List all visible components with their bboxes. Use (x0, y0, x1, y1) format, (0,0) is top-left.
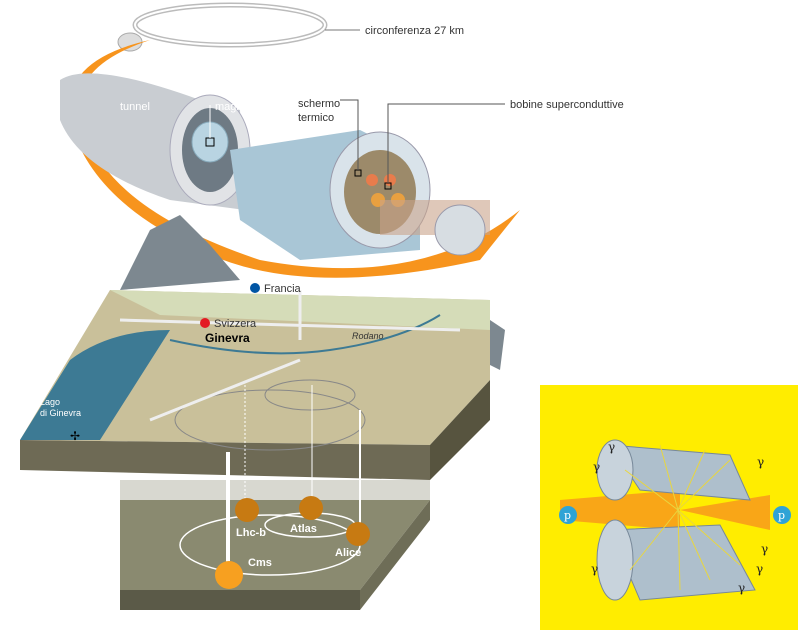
label-magnets: magneti (215, 101, 254, 113)
north-arrow-icon: ✢ (70, 429, 80, 443)
svg-text:p: p (564, 509, 571, 522)
svg-text:Alice: Alice (335, 547, 361, 559)
beam-sweep (69, 40, 520, 278)
label-switzerland: Svizzera (214, 318, 257, 330)
magnet-cross-section (230, 130, 490, 260)
leader-line (387, 103, 505, 183)
experiment-atlas[interactable]: Atlas (290, 496, 323, 535)
gamma-label: γ (761, 542, 768, 556)
svg-text:Atlas: Atlas (290, 523, 317, 535)
detector-inset (540, 385, 798, 630)
label-coils: bobine superconduttive (510, 99, 624, 111)
experiment-lhc-b[interactable]: Lhc-b (235, 498, 266, 539)
svg-text:Lhc-b: Lhc-b (236, 527, 266, 539)
label-geneva: Ginevra (205, 331, 250, 345)
swiss-flag-icon (200, 318, 210, 328)
label-lake-line1: Lago (40, 397, 60, 407)
mountain (120, 215, 240, 290)
terrain-map (20, 290, 490, 480)
label-rhone: Rodano (352, 331, 384, 341)
label-thermal-shield-line1: schermo (298, 98, 340, 110)
gamma-label: γ (593, 460, 600, 474)
proton-right: p (773, 506, 791, 524)
gamma-label: γ (738, 581, 745, 595)
label-tunnel: tunnel (120, 101, 150, 113)
label-thermal-shield-line2: termico (298, 112, 334, 124)
label-circumference: circonferenza 27 km (365, 25, 464, 37)
gamma-label: γ (756, 562, 763, 576)
svg-text:p: p (778, 509, 785, 522)
gamma-label: γ (591, 562, 598, 576)
leader-line (340, 99, 359, 170)
experiment-alice[interactable]: Alice (335, 522, 370, 559)
underground-level (120, 385, 430, 610)
proton-left: p (559, 506, 577, 524)
label-lake-line2: di Ginevra (40, 408, 81, 418)
ring-outline (117, 2, 328, 52)
experiment-cms[interactable]: Cms (215, 557, 272, 589)
svg-text:Cms: Cms (248, 557, 272, 569)
gamma-label: γ (608, 440, 615, 454)
label-france: Francia (264, 283, 302, 295)
france-flag-icon (250, 283, 260, 293)
tunnel (60, 73, 251, 210)
gamma-label: γ (757, 455, 764, 469)
